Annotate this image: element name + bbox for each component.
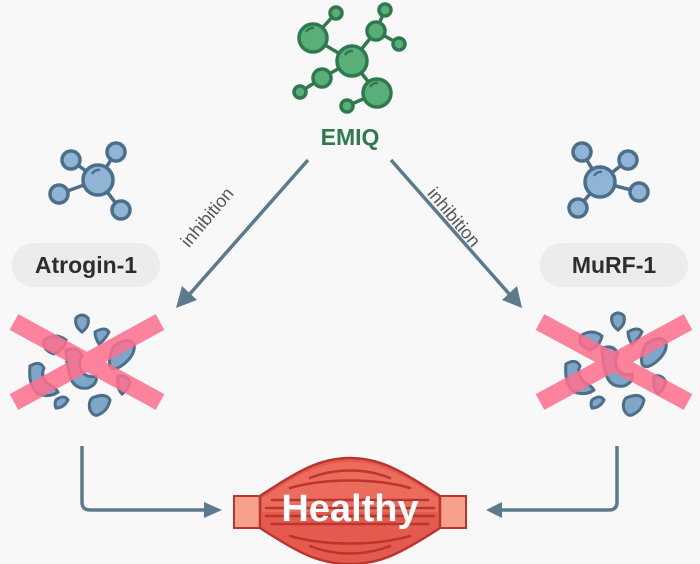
atrogin-molecule-icon [48, 141, 132, 221]
atrogin-cross-icon [9, 314, 165, 410]
healthy-muscle-icon [233, 456, 467, 564]
healthy-label: Healthy [281, 488, 419, 530]
elbow-arrow-left [80, 446, 222, 518]
murf-label-text: MuRF-1 [571, 251, 657, 278]
murf-cross-icon [535, 314, 693, 410]
murf-label: MuRF-1 [540, 243, 688, 287]
inhibition-arrow-right [389, 158, 522, 308]
atrogin-label-text: Atrogin-1 [34, 251, 138, 278]
atrogin-label: Atrogin-1 [12, 243, 160, 287]
emiq-molecule-icon [292, 2, 407, 114]
murf-molecule-icon [567, 141, 650, 219]
emiq-label: EMIQ [320, 124, 380, 150]
inhibition-arrow-left [176, 158, 310, 308]
elbow-arrow-right [486, 446, 619, 518]
